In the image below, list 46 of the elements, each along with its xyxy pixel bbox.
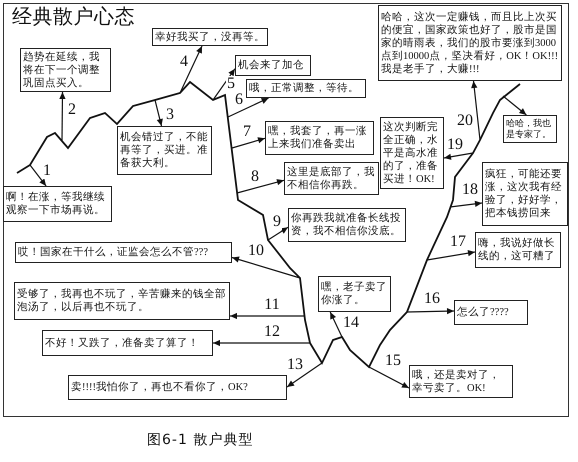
arrow [230,312,304,320]
edge-label: 9 [272,214,282,230]
arrow [502,96,527,116]
comment-box: 机会错过了，不能再等了，买进。准备获大利。 [117,126,212,175]
comment-box: 这次判断完全正确，水平是高水准的了，准备买进！OK! [380,117,444,189]
arrow [368,366,410,389]
arrow [232,256,300,279]
comment-box: 哈哈，我也是专家了。 [503,115,557,143]
comment-box: 嗨，我说好做长线的，这可糟了 [475,232,561,268]
comment-box: 疯狂，可能还要涨，这次我有经验了，好好学，把本钱捞回来 [482,162,568,226]
arrow [30,164,47,186]
arrow [330,312,343,338]
arrow [228,97,269,118]
comment-box: 幸好我买了，没再等。 [152,28,268,46]
arrow [406,308,454,314]
comment-box: 受够了，我再也不玩了，辛苦赚来的钱全部泡汤了，以后再也不玩了。 [14,282,230,320]
arrow [426,250,476,261]
comment-box: 哦，还是卖对了，幸亏卖了。OK! [409,365,513,398]
comment-box: 趋势在延续，我将在下一个调整巩固点买入。 [20,48,111,92]
arrow [236,179,284,194]
comment-box: 机会来了加仓 [235,55,311,76]
arrow [179,46,203,94]
arrow [268,226,288,240]
comment-box: 不好！又跌了，准备卖了算了！ [42,330,213,356]
comment-box: 怎么了???? [454,300,528,325]
comment-box: 嘿，老子卖了你涨了。 [318,276,391,312]
comment-box: 嘿，我套了，再一涨上来我们准备卖出 [265,121,374,155]
comment-box: 哈哈，这次一定赚钱，而且比上次买的便宜，国家政策也好了，股市是国家的晴雨表，我们的股市要涨到3000点到10000点，坚决看好，OK！OK!!!我是老手了，大赚!!! [378,5,562,81]
arrow [286,362,322,388]
comment-box: 卖!!!!我怕你了，再也不看你了，OK? [68,375,287,400]
arrow [213,340,310,346]
title: 经典散户心态 [12,5,135,27]
comment-box: 你再跌我就准备长线投资，我不相信你没底。 [288,208,406,242]
comment-box: 这里是底部了，我不相信你再跌。 [284,162,379,195]
arrow [450,200,482,208]
arrow [444,152,474,160]
comment-box: 哎！国家在干什么，证监会怎么不管??? [15,242,232,263]
arrow [154,100,163,126]
arrow [212,68,236,100]
arrow [471,80,481,140]
edge-label: 1 [42,163,52,179]
arrow [59,92,66,141]
caption: 图6-1 散户典型 [147,432,254,448]
comment-box: 啊！在涨，等我继续观察一下市场再说。 [3,186,112,222]
arrow [232,137,266,149]
comment-box: 哦，正常调整，等待。 [246,79,366,98]
